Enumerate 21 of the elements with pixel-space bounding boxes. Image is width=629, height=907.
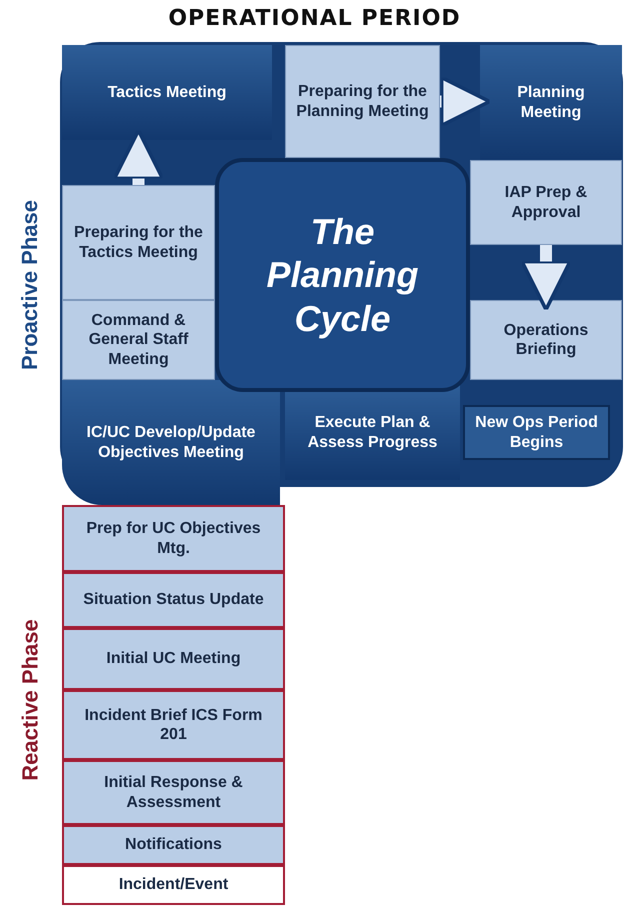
heading: OPERATIONAL PERIOD — [167, 6, 462, 31]
meeting-box: IC/UC Develop/Update Objectives Meeting — [62, 380, 280, 505]
meeting-box: Initial UC Meeting — [62, 628, 285, 690]
step-box: Preparing for the Tactics Meeting — [62, 185, 215, 300]
event-box: Incident/Event — [62, 865, 285, 905]
step-box: Preparing for the Planning Meeting — [285, 45, 440, 158]
step-box: Notifications — [62, 825, 285, 865]
phase-label: Reactive Phase — [17, 619, 44, 781]
step-box: Situation Status Update — [62, 572, 285, 628]
meeting-box: Tactics Meeting — [62, 45, 272, 140]
step-box: Initial Response & Assessment — [62, 760, 285, 825]
meeting-box: Planning Meeting — [480, 45, 622, 160]
meeting-box: Command & General Staff Meeting — [62, 300, 215, 380]
step-box: Incident Brief ICS Form 201 — [62, 690, 285, 760]
phase-label: Proactive Phase — [17, 200, 43, 370]
period-box: New Ops Period Begins — [463, 405, 610, 460]
step-box: Execute Plan & Assess Progress — [285, 385, 460, 480]
step-box: IAP Prep & Approval — [470, 160, 622, 245]
cycle-title-box: The Planning Cycle — [215, 158, 470, 392]
step-box: Prep for UC Objectives Mtg. — [62, 505, 285, 572]
briefing-box: Operations Briefing — [470, 300, 622, 380]
